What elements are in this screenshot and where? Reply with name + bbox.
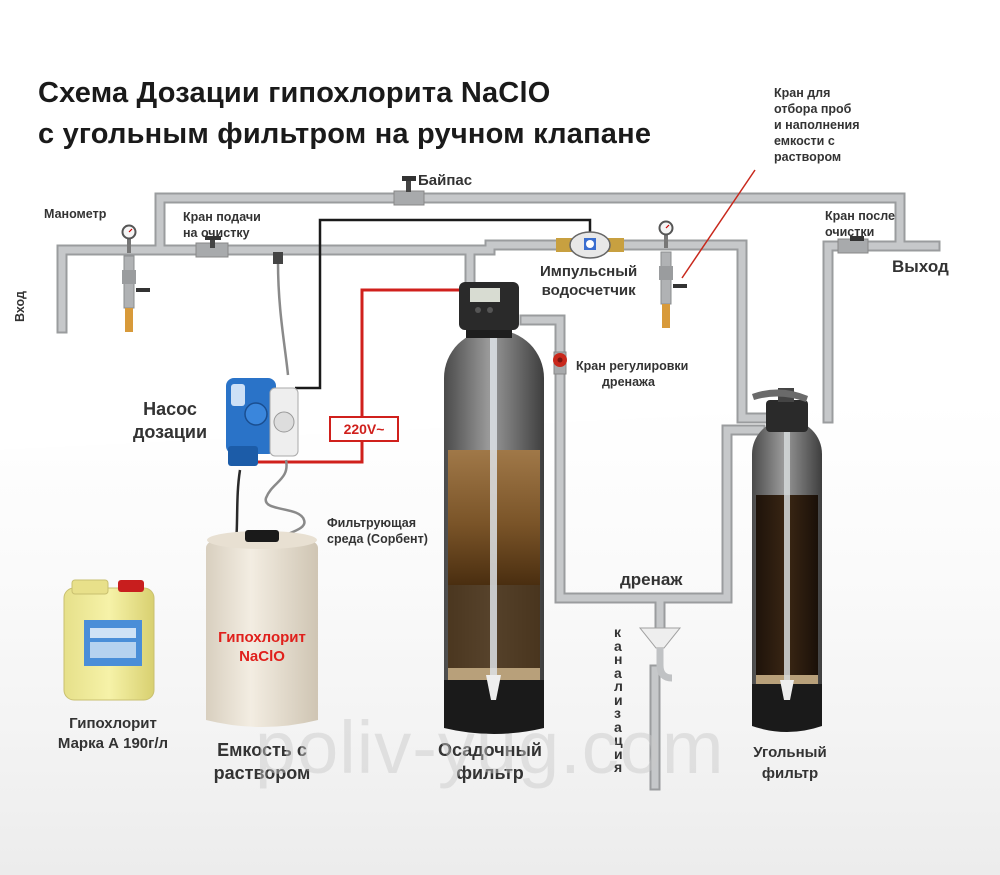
manometer-left <box>121 224 137 253</box>
signal-wire <box>295 218 592 390</box>
carbon-filter-vessel <box>752 420 822 732</box>
injection-tube <box>276 261 290 376</box>
sewer-label: канализация <box>614 624 623 775</box>
solution-tank-label: Емкость с раствором <box>213 740 311 783</box>
watermark: poliv-yug.com <box>255 706 725 789</box>
dosing-pump <box>226 378 299 466</box>
control-valve <box>459 282 519 338</box>
manometer-label: Манометр <box>44 207 107 221</box>
carbon-filter-label: Угольный фильтр <box>753 744 827 782</box>
water-meter <box>556 231 624 259</box>
bypass-valve <box>393 176 425 206</box>
outlet-valve-label: Кран после очистки <box>825 209 895 239</box>
power-wire <box>248 288 464 464</box>
suction-tube <box>264 459 306 542</box>
solution-tank <box>206 530 318 727</box>
sample-valve-label: Кран для отбора проб и наполнения емкост… <box>774 86 860 164</box>
inlet-label: Вход <box>13 291 27 322</box>
sediment-filter-label: Осадочный фильтр <box>438 740 542 783</box>
water-meter-label: Импульсный водосчетчик <box>540 263 638 299</box>
drain-regulating-valve <box>553 351 567 375</box>
injection-point <box>273 252 283 264</box>
sample-tap-right <box>659 251 687 328</box>
sediment-filter-vessel <box>444 330 544 734</box>
bypass-label: Байпас <box>418 172 473 189</box>
drain-funnel <box>638 627 682 682</box>
manometer-right <box>658 220 674 248</box>
sample-tap-left <box>122 255 150 332</box>
outlet-label: Выход <box>892 257 949 276</box>
dosing-pump-label: Насос дозации <box>132 399 208 442</box>
voltage-badge: 220V~ <box>329 416 399 442</box>
filter-media-label: Фильтрующая среда (Сорбент) <box>327 516 428 546</box>
drain-valve-label: Кран регулировки дренажа <box>576 359 689 389</box>
drain-label: дренаж <box>620 570 683 589</box>
feed-valve-label: Кран подачи на очистку <box>183 210 261 240</box>
hypochlorite-canister <box>63 579 155 701</box>
tank-printed-label: Гипохлорит NaClO <box>218 629 306 665</box>
feed-valve <box>195 236 229 258</box>
manual-valve <box>752 388 808 432</box>
page-title-line-1: Схема Дозации гипохлорита NaClO <box>38 77 551 109</box>
annotation-line <box>681 169 756 279</box>
page-title-line-2: с угольным фильтром на ручном клапане <box>38 118 652 150</box>
outlet-valve <box>837 236 869 254</box>
canister-label: Гипохлорит Марка А 190г/л <box>57 715 169 752</box>
